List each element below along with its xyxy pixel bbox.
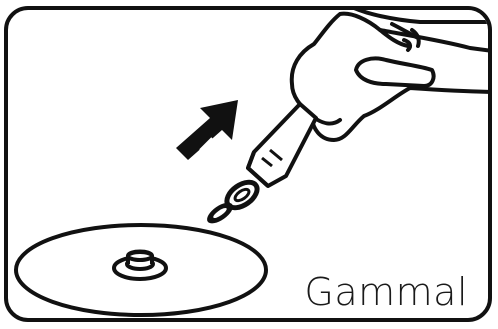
lid-icon bbox=[14, 223, 268, 317]
caption-label: Gammal bbox=[304, 270, 468, 314]
hand-icon bbox=[289, 10, 488, 142]
knob-icon bbox=[246, 102, 318, 188]
o-ring-icon bbox=[207, 202, 233, 224]
arrow-icon bbox=[176, 100, 238, 160]
